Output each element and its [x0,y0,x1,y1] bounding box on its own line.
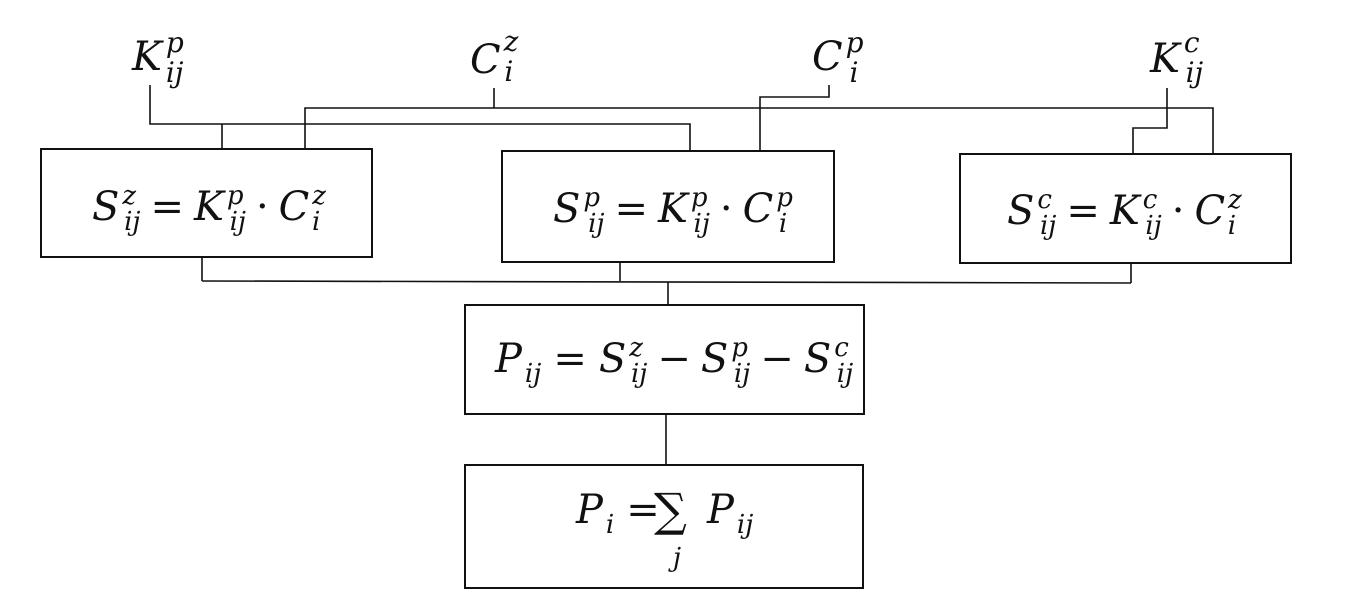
sum-sign: ∑ [654,483,687,537]
wire-cp-input [759,85,830,180]
wire-bus [201,280,1132,284]
box-sp [501,150,835,263]
box-sz [40,148,373,258]
wire-cz-input [304,107,1214,180]
box-sc [959,153,1292,264]
box-pi [464,464,864,589]
box-pij [464,304,865,415]
